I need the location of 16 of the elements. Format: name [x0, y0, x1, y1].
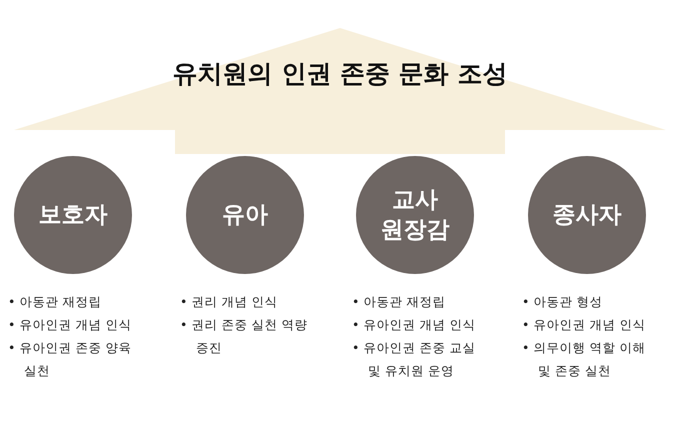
circle-label: 보호자 — [38, 201, 108, 230]
bullet-item: • 유아인권 존중 교실 및 유치원 운영 — [352, 339, 476, 380]
bullet-item: • 아동관 재정립 — [352, 293, 446, 311]
bullet-item: • 권리 개념 인식 — [180, 293, 278, 311]
bullet-item: • 유아인권 개념 인식 — [8, 316, 132, 334]
circle-label: 종사자 — [552, 201, 622, 230]
bullet-item: • 유아인권 개념 인식 — [352, 316, 476, 334]
bullet-item: • 유아인권 개념 인식 — [522, 316, 646, 334]
bullet-item: • 권리 존중 실천 역량 증진 — [180, 316, 308, 357]
bullet-item: • 아동관 형성 — [522, 293, 604, 311]
circle-label: 유아 — [221, 201, 269, 230]
bullet-item: • 아동관 재정립 — [8, 293, 102, 311]
bullet-item: • 유아인권 존중 양육 실천 — [8, 339, 132, 380]
banner-title: 유치원의 인권 존중 문화 조성 — [172, 58, 508, 90]
bullet-item: • 의무이행 역할 이해 및 존중 실천 — [522, 339, 646, 380]
circle-label: 교사 원장감 — [380, 186, 450, 245]
